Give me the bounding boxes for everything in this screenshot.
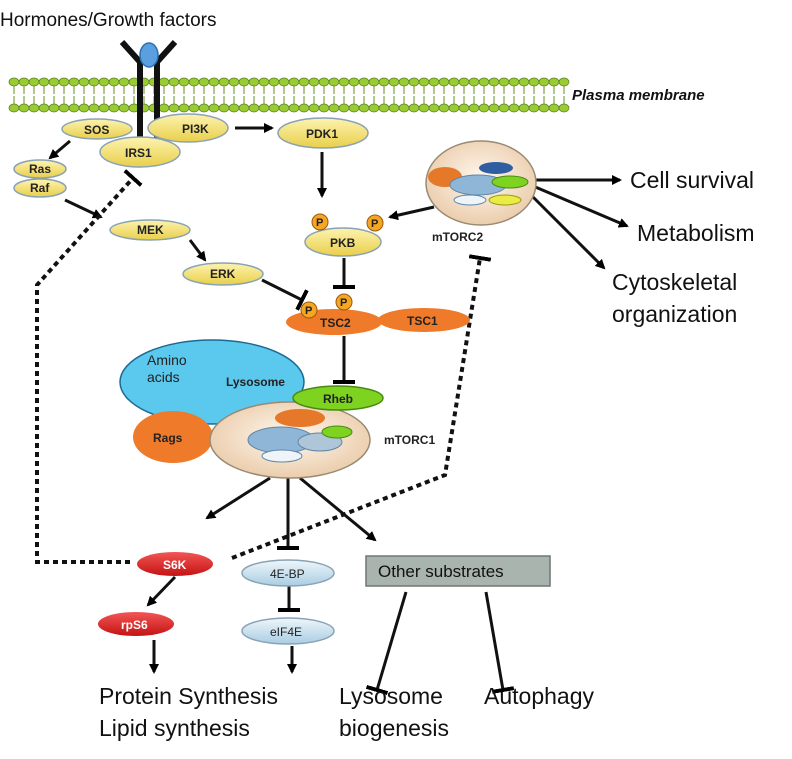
pdk1-label: PDK1 <box>306 127 338 141</box>
phospho-label: P <box>316 217 323 229</box>
other-substrates-label: Other substrates <box>378 562 504 581</box>
ligand-label: Hormones/Growth factors <box>0 10 216 31</box>
raf-label: Raf <box>30 181 50 195</box>
mtorc1-label: mTORC1 <box>384 433 435 447</box>
lysosome-compartment <box>119 339 305 425</box>
biogenesis-label: biogenesis <box>339 715 449 741</box>
membrane-label: Plasma membrane <box>572 87 705 104</box>
tsc2-label: TSC2 <box>320 316 351 330</box>
erk-label: ERK <box>210 267 236 281</box>
phospho-label: P <box>305 305 312 317</box>
plasma-membrane <box>8 77 570 113</box>
mtorc2-complex <box>425 140 537 226</box>
mek-node <box>109 219 191 241</box>
tsc1-node <box>378 308 470 332</box>
rags-node <box>133 411 213 463</box>
metabolism-label: Metabolism <box>637 220 755 246</box>
pi3k-node <box>147 113 229 143</box>
feedback-lines <box>35 169 492 564</box>
phospho-icon <box>366 214 384 232</box>
autophagy-label: Autophagy <box>484 683 594 709</box>
cytoskeletal-label: Cytoskeletal <box>612 269 737 295</box>
4ebp-label: 4E-BP <box>270 567 305 581</box>
eif4e-label: eIF4E <box>270 625 302 639</box>
pkb-node <box>304 227 382 257</box>
upstream-nodes <box>13 113 369 286</box>
mtorc2-label: mTORC2 <box>432 230 483 244</box>
sos-node <box>61 118 133 140</box>
pkb-label: PKB <box>330 236 356 250</box>
mtorc1-complex <box>209 401 371 479</box>
cell-survival-label: Cell survival <box>630 167 754 193</box>
ras-node <box>13 159 67 179</box>
protein-synthesis-label: Protein Synthesis <box>99 683 278 709</box>
s6k-node <box>137 552 213 576</box>
mek-label: MEK <box>137 223 164 237</box>
irs1-node <box>99 136 181 168</box>
sos-label: SOS <box>84 123 109 137</box>
rps6-node <box>98 612 174 636</box>
other-substrates-box <box>365 555 551 587</box>
rheb-label: Rheb <box>323 392 353 406</box>
phospho-icon <box>311 213 329 231</box>
phospho-label: P <box>371 218 378 230</box>
phospho-icon <box>300 301 318 319</box>
ligand-icon <box>139 42 159 68</box>
phospho-icon <box>335 293 353 311</box>
tsc1-label: TSC1 <box>407 314 438 328</box>
rps6-label: rpS6 <box>121 618 148 632</box>
lysosome-output-label: Lysosome <box>339 683 443 709</box>
pi3k-label: PI3K <box>182 122 209 136</box>
ras-label: Ras <box>29 162 51 176</box>
irs1-label: IRS1 <box>125 146 152 160</box>
lysosome-label: Lysosome <box>226 375 285 389</box>
eif4e-node <box>241 617 335 645</box>
organization-label: organization <box>612 301 737 327</box>
phospho-label: P <box>340 297 347 309</box>
erk-node <box>182 262 264 286</box>
4ebp-node <box>241 559 335 587</box>
s6k-label: S6K <box>163 558 187 572</box>
lipid-synthesis-label: Lipid synthesis <box>99 715 250 741</box>
pdk1-node <box>277 117 369 149</box>
rags-label: Rags <box>153 431 183 445</box>
rheb-node <box>292 385 384 411</box>
raf-node <box>13 178 67 198</box>
